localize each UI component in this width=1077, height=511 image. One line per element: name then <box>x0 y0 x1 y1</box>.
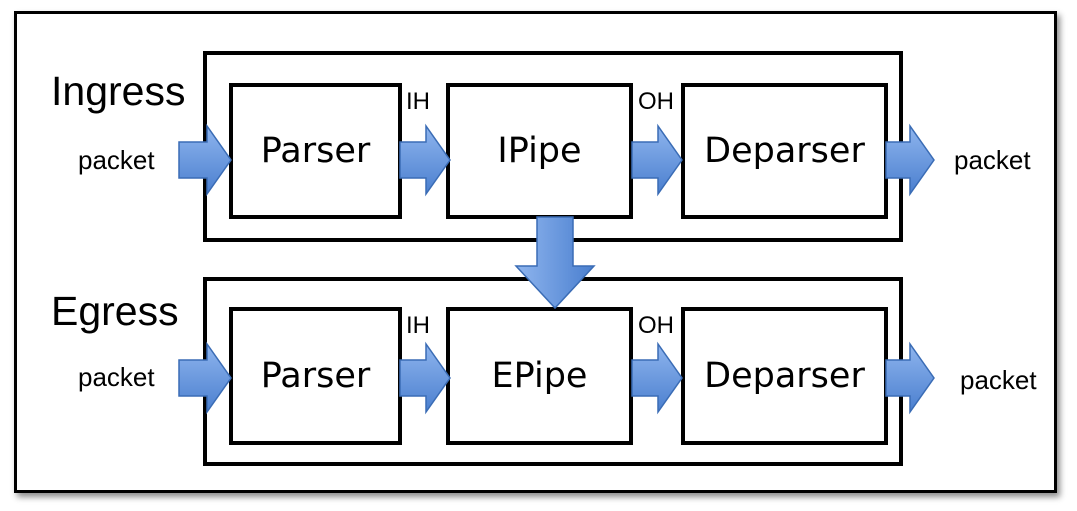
ingress-input-packet: packet <box>78 145 155 175</box>
ingress-output-packet: packet <box>954 145 1031 175</box>
ingress-ih-label: IH <box>406 88 430 115</box>
egress-input-packet: packet <box>78 362 155 392</box>
diagram-frame <box>14 11 1057 493</box>
egress-output-packet: packet <box>960 365 1037 395</box>
egress-ih-arrow <box>399 341 451 415</box>
egress-input-arrow <box>178 341 232 415</box>
ipipe-to-epipe-arrow <box>514 216 596 310</box>
egress-ih-label: IH <box>406 312 430 339</box>
ingress-ih-arrow <box>399 123 451 197</box>
ingress-parser-block: Parser <box>229 83 402 219</box>
egress-output-arrow <box>885 341 935 415</box>
ingress-oh-arrow <box>631 123 683 197</box>
ingress-deparser-block: Deparser <box>681 83 888 219</box>
egress-parser-block: Parser <box>229 307 402 445</box>
egress-label: Egress <box>51 288 179 334</box>
ingress-label: Ingress <box>51 68 186 114</box>
ingress-input-arrow <box>178 123 232 197</box>
ingress-oh-label: OH <box>638 88 674 115</box>
egress-oh-arrow <box>631 341 683 415</box>
ingress-output-arrow <box>885 123 935 197</box>
egress-epipe-block: EPipe <box>446 307 633 445</box>
egress-oh-label: OH <box>638 312 674 339</box>
